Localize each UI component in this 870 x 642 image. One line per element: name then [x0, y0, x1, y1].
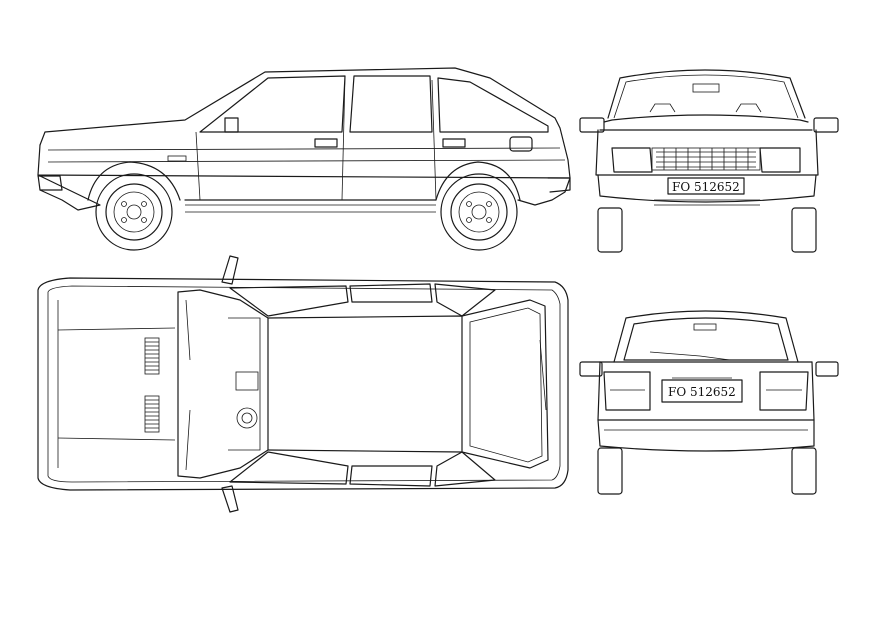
- front-view: FO 512652: [579, 69, 839, 253]
- front-wheel-icon: [95, 173, 173, 251]
- right-mirror-icon: [221, 485, 239, 513]
- rear-license-plate: FO 512652: [668, 385, 736, 399]
- top-view: [37, 255, 569, 513]
- side-view: [37, 67, 571, 251]
- front-grille-icon: [656, 148, 756, 170]
- front-license-plate: FO 512652: [672, 180, 740, 194]
- rear-wheel-icon: [440, 173, 518, 251]
- left-mirror-icon: [221, 255, 239, 285]
- hood-vent-icon: [144, 337, 160, 433]
- rear-view: FO 512652: [579, 310, 839, 495]
